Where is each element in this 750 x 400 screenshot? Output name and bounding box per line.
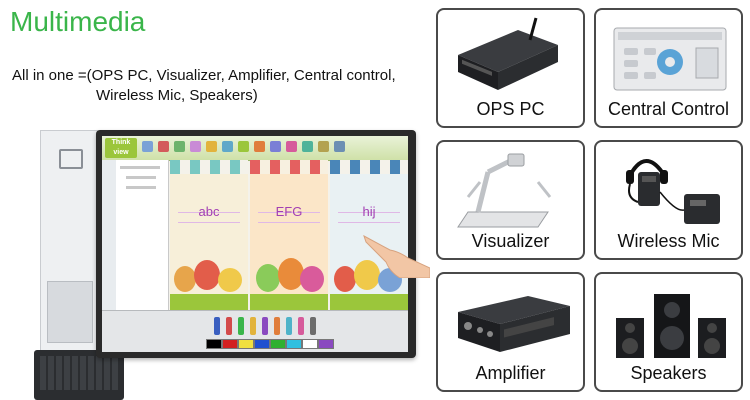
toolbar-icon xyxy=(158,141,169,152)
whiteboard-screen: Think view abc xyxy=(102,136,408,352)
pen-icon xyxy=(262,317,268,335)
color-swatch xyxy=(222,339,238,349)
product-tile-visualizer: Visualizer xyxy=(436,140,585,260)
pen-icon xyxy=(298,317,304,335)
product-tile-ops-pc: OPS PC xyxy=(436,8,585,128)
pen-color-toolbar xyxy=(102,310,408,352)
toolbar-icon xyxy=(254,141,265,152)
toolbar-icon xyxy=(334,141,345,152)
color-swatch xyxy=(270,339,286,349)
toolbar-icon xyxy=(222,141,233,152)
lesson-panel: EFG xyxy=(250,160,328,310)
visualizer-icon xyxy=(457,153,552,228)
software-toolbar: Think view xyxy=(102,136,408,161)
toolbar-icon xyxy=(142,141,153,152)
product-tile-speakers: Speakers xyxy=(594,272,743,392)
product-tile-central-control: Central Control xyxy=(594,8,743,128)
pointing-hand-icon xyxy=(363,234,430,278)
lesson-panel: hij xyxy=(330,160,408,310)
color-swatch xyxy=(238,339,254,349)
interactive-whiteboard: Think view abc xyxy=(96,130,416,358)
toolbar-icon xyxy=(302,141,313,152)
toolbar-icon xyxy=(270,141,281,152)
product-tile-wireless-mic: Wireless Mic xyxy=(594,140,743,260)
color-swatch xyxy=(286,339,302,349)
lesson-word: hij xyxy=(362,204,376,219)
wireless-mic-icon xyxy=(626,159,720,224)
color-swatch xyxy=(302,339,318,349)
product-label: Central Control xyxy=(607,99,730,119)
toolbar-icon xyxy=(318,141,329,152)
product-label: Speakers xyxy=(630,363,707,383)
toolbar-icon xyxy=(174,141,185,152)
pen-icon xyxy=(250,317,256,335)
pen-icon xyxy=(286,317,292,335)
product-summary: All in one =(OPS PC, Visualizer, Amplifi… xyxy=(12,66,432,106)
cabinet-slot xyxy=(47,281,93,343)
pen-icon xyxy=(226,317,232,335)
product-label: Visualizer xyxy=(471,231,550,251)
color-swatch xyxy=(318,339,334,349)
page-title: Multimedia xyxy=(10,6,146,37)
cabinet-logo-icon xyxy=(59,149,83,169)
toolbar-icon xyxy=(238,141,249,152)
ops-pc-icon xyxy=(458,17,558,90)
summary-line-1: All in one =(OPS PC, Visualizer, Amplifi… xyxy=(12,67,396,84)
keyboard-icon xyxy=(34,350,124,400)
software-brand-logo: Think view xyxy=(105,138,137,158)
toolbar-icon xyxy=(190,141,201,152)
toolbar-icon xyxy=(206,141,217,152)
pen-icon xyxy=(238,317,244,335)
speakers-icon xyxy=(616,294,726,358)
product-tile-amplifier: Amplifier xyxy=(436,272,585,392)
product-label: Wireless Mic xyxy=(617,231,720,251)
product-label: OPS PC xyxy=(476,99,545,119)
amplifier-icon xyxy=(458,296,570,352)
toolbar-icon xyxy=(286,141,297,152)
color-swatch xyxy=(206,339,222,349)
product-label: Amplifier xyxy=(475,363,546,383)
pen-icon xyxy=(274,317,280,335)
color-swatch xyxy=(254,339,270,349)
central-control-icon xyxy=(613,27,727,91)
lesson-word: EFG xyxy=(275,204,303,219)
pen-icon xyxy=(214,317,220,335)
file-tree xyxy=(116,160,169,310)
lesson-word: abc xyxy=(198,204,220,219)
pen-icon xyxy=(310,317,316,335)
software-sidebar xyxy=(102,160,117,310)
lesson-panel: abc xyxy=(170,160,248,310)
summary-line-2: Wireless Mic, Speakers) xyxy=(96,87,258,104)
